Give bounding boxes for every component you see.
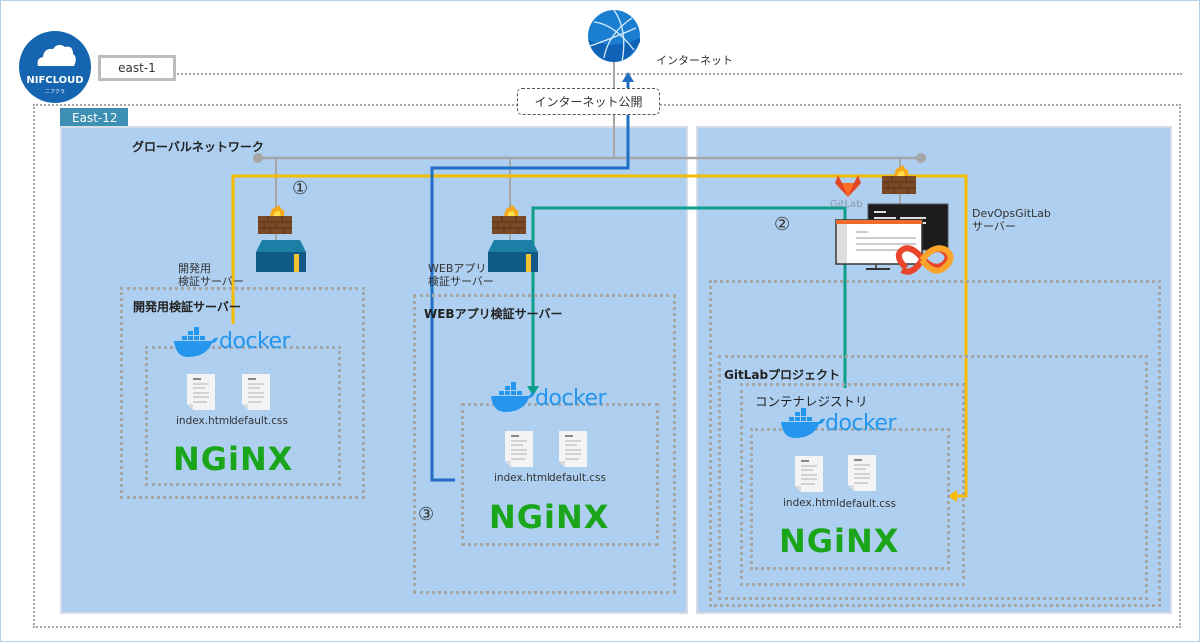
firewall-icon xyxy=(492,205,526,234)
internet-publish-box: インターネット公開 xyxy=(517,88,660,115)
step-3-marker: ③ xyxy=(418,504,435,525)
dev-docker-label: docker xyxy=(219,329,291,354)
nifcloud-logo: NIFCLOUD ニフクラ xyxy=(18,30,98,103)
web-server-box xyxy=(413,294,676,594)
zone-label: East-12 xyxy=(60,108,128,128)
web-nginx-logo: NGiNX xyxy=(489,498,610,536)
nifcloud-logo-text: NIFCLOUD xyxy=(26,75,84,86)
nifcloud-logo-subtext: ニフクラ xyxy=(44,89,65,95)
file-icon xyxy=(505,431,533,467)
bus-endpoint-right xyxy=(916,153,926,163)
file-icon xyxy=(187,374,215,410)
internet-label: インターネット xyxy=(656,54,733,67)
web-server-box-title: WEBアプリ検証サーバー xyxy=(424,307,563,321)
docker-whale-icon xyxy=(174,327,218,357)
flow-2-arrowhead xyxy=(527,386,539,396)
file-icon xyxy=(795,456,823,492)
dev-docker-container-box xyxy=(145,346,341,486)
global-network-label: グローバルネットワーク xyxy=(132,140,264,154)
docker-whale-icon xyxy=(781,408,825,438)
registry-docker-container-box xyxy=(750,428,950,570)
registry-docker-label: docker xyxy=(825,411,897,436)
internet-globe-icon xyxy=(588,9,640,63)
registry-file-label-html: index.html xyxy=(783,497,839,509)
flow-2-line xyxy=(531,206,847,388)
dev-server-device-label-line2: 検証サーバー xyxy=(178,275,244,288)
bus-endpoint-left xyxy=(253,153,263,163)
server-router-icon xyxy=(256,240,306,272)
gitlab-logo-icon xyxy=(835,175,861,197)
gitlab-project-box xyxy=(718,355,1148,600)
container-registry-title: コンテナレジストリ xyxy=(755,394,868,409)
web-docker-container-box xyxy=(461,403,659,546)
devops-server-icon xyxy=(835,203,954,275)
web-server-device-label-line1: WEBアプリ xyxy=(428,262,487,275)
web-file-label-html: index.html xyxy=(494,472,550,484)
dev-server-box xyxy=(120,287,365,499)
registry-nginx-logo: NGiNX xyxy=(779,522,900,560)
registry-file-label-css: default.css xyxy=(839,498,896,510)
devops-server-label-line1: DevOpsGitLab xyxy=(972,207,1051,220)
web-docker-label: docker xyxy=(535,386,607,411)
server-router-icon xyxy=(488,240,538,272)
region-boundary-top xyxy=(170,73,1182,75)
gitlab-server-box xyxy=(709,280,1161,607)
step-1-marker: ① xyxy=(292,178,309,199)
file-icon xyxy=(559,431,587,467)
file-icon xyxy=(242,374,270,410)
flow-1-arrowhead xyxy=(948,490,957,502)
gitlab-project-title: GitLabプロジェクト xyxy=(724,368,841,382)
web-server-device-label-line2: 検証サーバー xyxy=(428,275,494,288)
dev-file-label-css: default.css xyxy=(231,415,288,427)
dev-nginx-logo: NGiNX xyxy=(173,440,294,478)
firewall-icon xyxy=(882,165,916,194)
region-label: east-1 xyxy=(98,55,176,81)
dev-file-label-html: index.html xyxy=(176,415,232,427)
devops-server-label-line2: サーバー xyxy=(972,220,1016,233)
dev-server-box-title: 開発用検証サーバー xyxy=(133,300,241,314)
docker-whale-icon xyxy=(491,382,535,412)
web-file-label-css: default.css xyxy=(549,472,606,484)
flow-3-arrowhead xyxy=(622,72,634,82)
file-icon xyxy=(848,455,876,491)
cloud-icon xyxy=(19,31,91,103)
gitlab-logo-label: GitLab xyxy=(830,199,863,210)
dev-server-device-label-line1: 開発用 xyxy=(178,262,211,275)
container-registry-box xyxy=(740,383,965,586)
flow-3-line xyxy=(430,80,630,482)
firewall-icon xyxy=(258,205,292,234)
step-2-marker: ② xyxy=(774,214,791,235)
